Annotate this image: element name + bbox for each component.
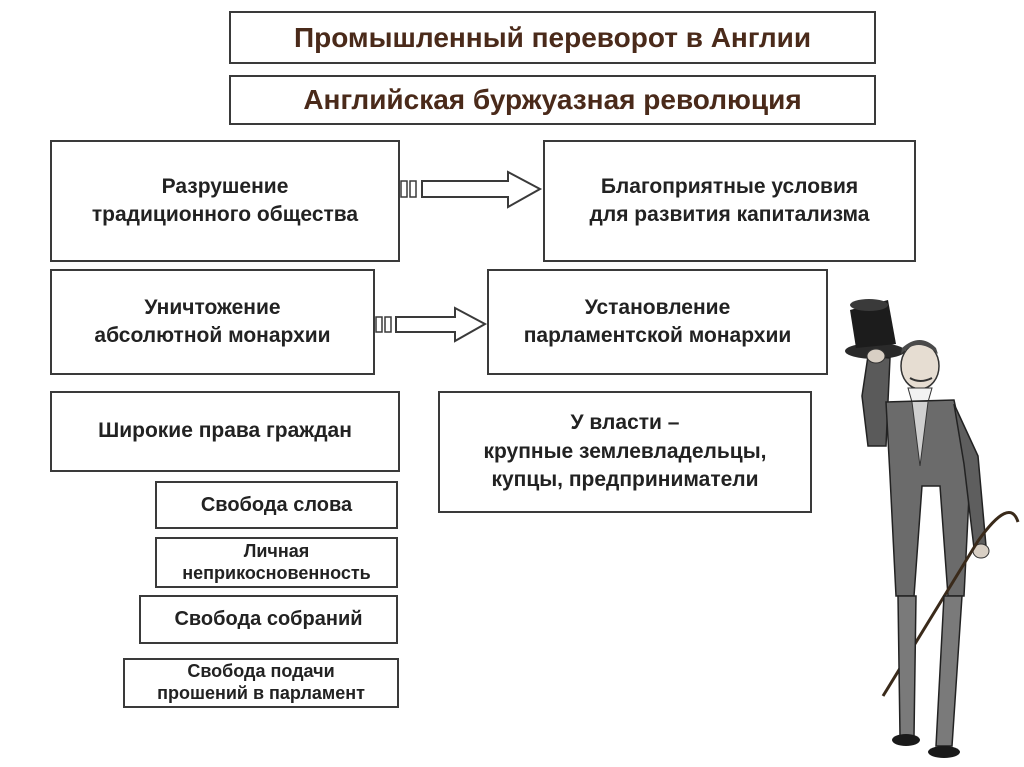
box-personal-inviolability-text: Личная неприкосновенность	[182, 540, 371, 583]
title-bourgeois-revolution-text: Английская буржуазная революция	[303, 84, 802, 116]
box-freedom-of-assembly: Свобода собраний	[139, 595, 398, 644]
box-freedom-of-speech-text: Свобода слова	[200, 493, 353, 516]
title-industrial-revolution: Промышленный переворот в Англии	[229, 11, 876, 64]
box-broad-citizen-rights: Широкие права граждан	[50, 391, 400, 472]
gentleman-illustration	[845, 299, 1020, 758]
box-abolition-absolute-monarchy: Уничтожение абсолютной монархии	[50, 269, 375, 375]
box-destruction-traditional-society: Разрушение традиционного общества	[50, 140, 400, 262]
box-parliamentary-monarchy: Установление парламентской монархии	[487, 269, 828, 375]
box-freedom-of-petition-text: Свобода подачи прошений в парламент	[157, 661, 365, 703]
title-industrial-revolution-text: Промышленный переворот в Англии	[293, 21, 812, 53]
box-freedom-of-assembly-text: Свобода собраний	[174, 608, 363, 630]
box-power-holders: У власти – крупные землевладельцы, купцы…	[438, 391, 812, 513]
box-freedom-of-speech: Свобода слова	[155, 481, 398, 529]
double-arrow-icon	[400, 170, 543, 209]
title-bourgeois-revolution: Английская буржуазная революция	[229, 75, 876, 125]
double-arrow-icon	[375, 306, 488, 343]
box-power-holders-text: У власти – крупные землевладельцы, купцы…	[483, 411, 767, 492]
box-abolition-absolute-monarchy-text: Уничтожение абсолютной монархии	[94, 295, 331, 347]
box-parliamentary-monarchy-text: Установление парламентской монархии	[523, 295, 792, 347]
box-freedom-of-petition: Свобода подачи прошений в парламент	[123, 658, 399, 708]
box-favorable-conditions-capitalism: Благоприятные условия для развития капит…	[543, 140, 916, 262]
box-personal-inviolability: Личная неприкосновенность	[155, 537, 398, 588]
top-hat-icon	[845, 299, 905, 359]
box-broad-citizen-rights-text: Широкие права граждан	[98, 419, 352, 443]
box-destruction-traditional-society-text: Разрушение традиционного общества	[91, 174, 359, 226]
box-favorable-conditions-capitalism-text: Благоприятные условия для развития капит…	[589, 174, 870, 226]
